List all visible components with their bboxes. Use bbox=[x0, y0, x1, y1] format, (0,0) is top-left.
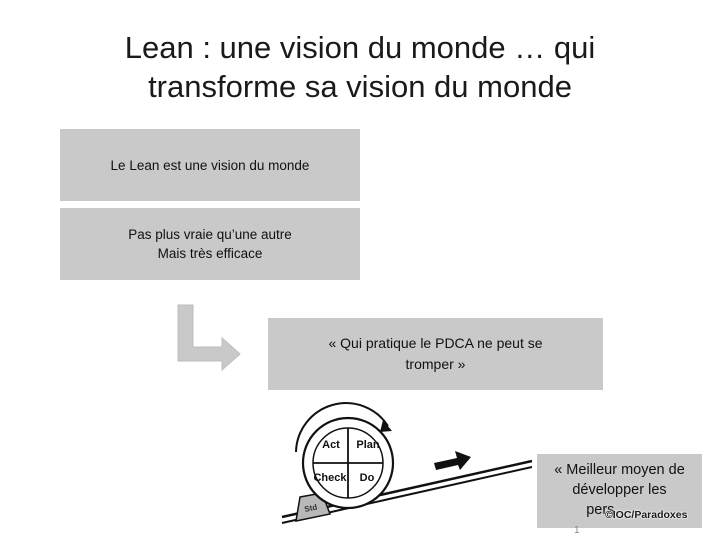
page-number: 1 bbox=[574, 525, 580, 536]
box-tres-efficace: Pas plus vraie qu’une autre Mais très ef… bbox=[60, 208, 360, 280]
box-efficace-line-2: Mais très efficace bbox=[157, 246, 263, 261]
std-label: Std bbox=[304, 502, 319, 514]
pdca-do-label: Do bbox=[360, 472, 375, 484]
bent-arrow-icon bbox=[177, 304, 241, 372]
progress-arrow-icon bbox=[434, 451, 471, 470]
pdca-act-label: Act bbox=[322, 439, 340, 451]
pdca-wheel: Act Plan Check Do bbox=[295, 402, 395, 510]
box-efficace-line-1: Pas plus vraie qu’une autre bbox=[128, 227, 292, 242]
rotation-arrow-icon bbox=[380, 420, 392, 432]
pdca-plan-label: Plan bbox=[356, 439, 380, 451]
slide-title: Lean : une vision du monde … qui transfo… bbox=[0, 28, 720, 106]
box-pdca-line-1: « Qui pratique le PDCA ne peut se bbox=[328, 335, 543, 351]
box-pdca-quote: « Qui pratique le PDCA ne peut se trompe… bbox=[268, 318, 603, 390]
box-quote-line-1: « Meilleur moyen de bbox=[554, 462, 685, 478]
box-meilleur-moyen: « Meilleur moyen de développer les pers bbox=[537, 454, 702, 528]
box-pdca-line-2: tromper » bbox=[405, 356, 466, 372]
box-quote-line-3: pers bbox=[586, 502, 615, 518]
box-lean-vision-text: Le Lean est une vision du monde bbox=[110, 157, 310, 173]
pdca-check-label: Check bbox=[313, 472, 347, 484]
box-lean-vision: Le Lean est une vision du monde bbox=[60, 129, 360, 201]
title-line-1: Lean : une vision du monde … qui bbox=[124, 30, 596, 65]
box-quote-line-2: développer les bbox=[572, 482, 667, 498]
title-line-2: transforme sa vision du monde bbox=[148, 69, 572, 104]
copyright-label: ©IOC/Paradoxes bbox=[605, 509, 688, 521]
